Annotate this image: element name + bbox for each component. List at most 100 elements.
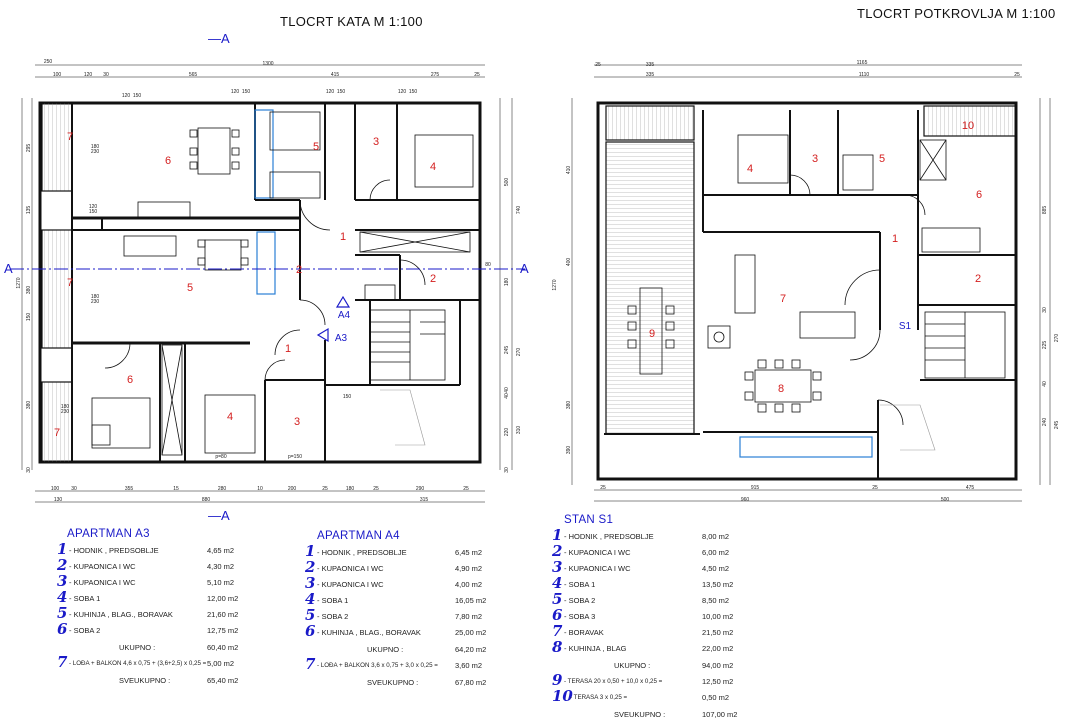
- room-label: - TERASA 20 x 0,50 + 10,0 x 0,25 =: [564, 678, 663, 685]
- wardrobes: [161, 231, 471, 456]
- room-number: 3: [57, 572, 68, 590]
- room-label: - BORAVAK: [564, 628, 604, 637]
- room-number: 4: [57, 588, 68, 606]
- dimension-label: 885: [1042, 206, 1048, 215]
- room-label: - SOBA 1: [317, 596, 349, 605]
- dimension-label: 565: [189, 72, 198, 78]
- room-area: 0,50 m2: [702, 693, 730, 702]
- room-area: 22,00 m2: [702, 644, 734, 653]
- room-number: 3: [305, 574, 316, 592]
- dimension-label: 270: [1054, 334, 1060, 343]
- room-number: 8: [552, 638, 563, 656]
- room-label: - LOĐA + BALKON 3,6 x 0,75 + 3,0 x 0,25 …: [317, 662, 438, 669]
- dimension-label: 120: [231, 89, 240, 95]
- door-swings: [104, 179, 426, 381]
- room-area: 6,00 m2: [702, 548, 730, 557]
- room-row: 4- SOBA 1 12,00 m2: [57, 588, 239, 608]
- room-area: 7,80 m2: [455, 612, 483, 621]
- total-area: 107,00 m2: [702, 710, 738, 719]
- dimension-label: 475: [966, 485, 975, 491]
- dimension-label: 220: [504, 428, 510, 437]
- dimension-label: 30: [26, 467, 32, 473]
- dimension-label: 30: [504, 467, 510, 473]
- apartment-name: APARTMAN A3: [67, 528, 150, 540]
- attic-outer-wall: [596, 101, 1018, 481]
- dimension-label: 120: [122, 93, 131, 99]
- terrace: [923, 105, 1017, 137]
- dimension-label: 150: [409, 89, 418, 95]
- dimension-label: 150: [343, 394, 352, 400]
- room-area: 8,00 m2: [702, 532, 730, 541]
- total-area: 65,40 m2: [207, 676, 239, 685]
- room-number: 1: [57, 540, 68, 558]
- room-number: 5: [305, 606, 316, 624]
- dimension-label: 355: [125, 486, 134, 492]
- terrace: [605, 105, 695, 141]
- dimension-lines: [21, 64, 513, 503]
- room-label: - SOBA 3: [564, 612, 596, 621]
- room-label: - SOBA 1: [69, 594, 101, 603]
- room-number: 4: [552, 574, 563, 592]
- room-area: 12,00 m2: [207, 594, 239, 603]
- balcony: [41, 102, 73, 192]
- room-number-label: 9: [649, 328, 655, 340]
- dimension-label: 250: [44, 59, 53, 65]
- room-number: 4: [305, 590, 316, 608]
- room-number-label: 1: [892, 233, 898, 245]
- dimension-label: 400: [566, 258, 572, 267]
- subtotal-label: UKUPNO :: [119, 643, 156, 652]
- room-number-label: 6: [165, 155, 171, 167]
- section-marker-bottom: —A: [208, 508, 230, 523]
- dimension-label: 270: [516, 348, 522, 357]
- room-number-label: 7: [67, 277, 73, 289]
- subtotal-area: 60,40 m2: [207, 643, 239, 652]
- dimension-label: 1110: [859, 72, 870, 78]
- room-area: 5,10 m2: [207, 578, 235, 587]
- attic-plan-title: TLOCRT POTKROVLJA M 1:100: [857, 6, 1056, 21]
- dimension-label: 225: [1042, 341, 1048, 350]
- room-number-label: 1: [285, 343, 291, 355]
- triangle-marker-icon: [335, 295, 351, 308]
- dimension-label: 880: [202, 497, 211, 503]
- total-row: SVEUKUPNO :67,80 m2: [305, 675, 486, 692]
- room-row: 4- SOBA 1 16,05 m2: [305, 590, 487, 610]
- room-number-label: 3: [294, 416, 300, 428]
- room-label: - KUPAONICA I WC: [564, 548, 631, 557]
- attic-plan: [571, 64, 1051, 502]
- extra-row: 10- TERASA 3 x 0,25 =0,50 m2: [552, 687, 730, 707]
- room-label: - KUPAONICA I WC: [69, 562, 136, 571]
- room-number-label: 1: [340, 231, 346, 243]
- dimension-label: 25: [872, 485, 878, 491]
- room-number-label: 6: [976, 189, 982, 201]
- dimension-label: 180: [61, 404, 70, 410]
- room-label: - KUHINJA , BLAG., BORAVAK: [69, 610, 173, 619]
- apartment-tag: A3: [335, 333, 348, 344]
- room-number-label: 7: [780, 293, 786, 305]
- room-area: 4,90 m2: [455, 564, 483, 573]
- dimension-label: 740: [516, 206, 522, 215]
- dimension-label: 275: [431, 72, 440, 78]
- dining-furniture: [123, 127, 249, 271]
- total-label: SVEUKUPNO :: [614, 710, 666, 719]
- attic-furniture: [627, 134, 981, 413]
- balcony: [41, 381, 73, 463]
- room-area: 16,05 m2: [455, 596, 487, 605]
- dimension-label: 40: [1042, 381, 1048, 387]
- subtotal-row: UKUPNO :94,00 m2: [552, 658, 733, 675]
- dimension-label: 100: [51, 486, 60, 492]
- room-label: - HODNIK , PREDSOBLJE: [317, 548, 407, 557]
- room-area: 6,45 m2: [455, 548, 483, 557]
- dimension-label: 410: [566, 166, 572, 175]
- apartment-tag: S1: [899, 321, 912, 332]
